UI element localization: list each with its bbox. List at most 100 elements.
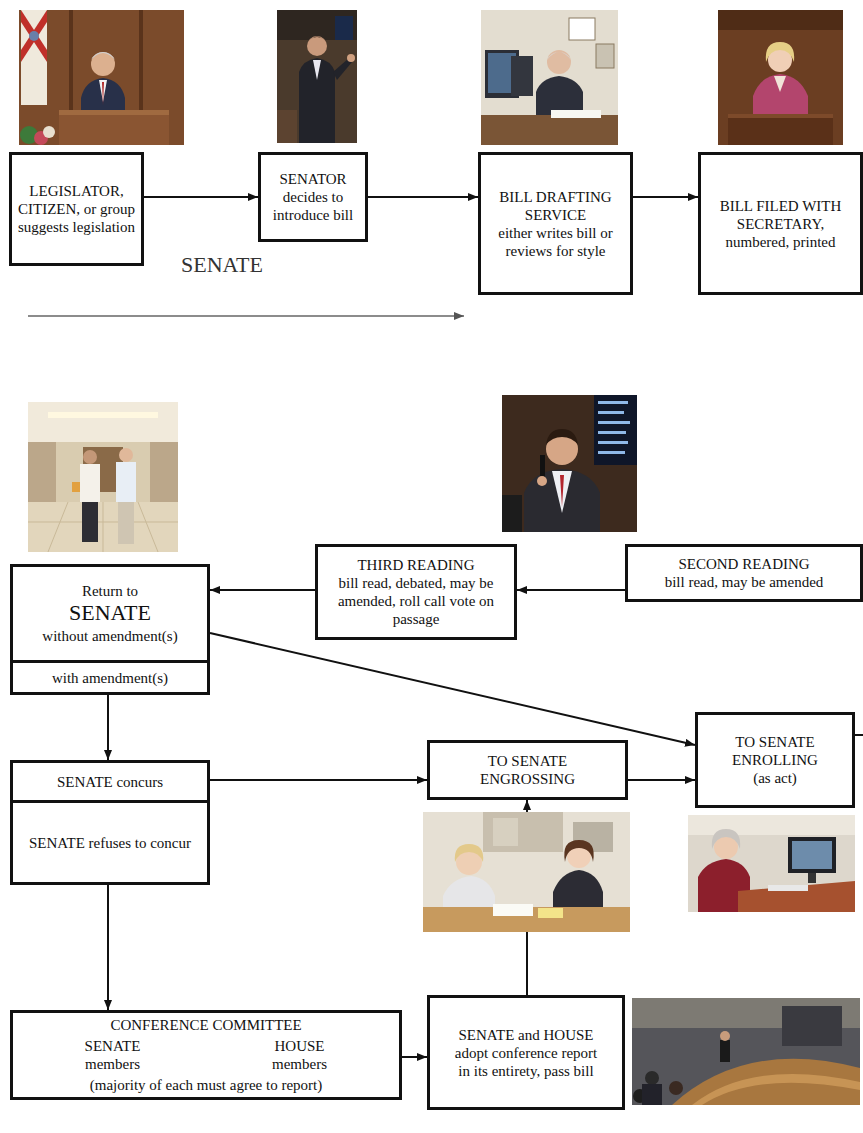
photo-bill-drafter-part bbox=[547, 52, 571, 60]
photo-secretary-part bbox=[728, 114, 833, 145]
box-text: SENATE and HOUSE adopt conference report… bbox=[452, 1026, 600, 1080]
photo-senator-speaking-part bbox=[277, 10, 357, 40]
photo-senator-speaking-part bbox=[277, 110, 297, 143]
flow-arrow bbox=[107, 885, 109, 1010]
photo-engrossing-office-part bbox=[455, 844, 483, 862]
photo-senator-speaking-part bbox=[335, 16, 353, 40]
photo-podium-speaker-part bbox=[21, 10, 47, 62]
photo-bill-drafter-part bbox=[596, 44, 614, 68]
box-text: HOUSE members bbox=[263, 1037, 337, 1073]
box-text: SENATE bbox=[69, 600, 151, 626]
photo-hallway-part bbox=[150, 442, 178, 502]
box-text: CONFERENCE COMMITTEE bbox=[110, 1016, 301, 1034]
box-text: bill read, may be amended bbox=[665, 573, 824, 591]
photo-chamber-part bbox=[672, 1059, 860, 1105]
photo-senator-speaking-part bbox=[347, 54, 355, 62]
process-box: SENATE and HOUSE adopt conference report… bbox=[427, 995, 625, 1110]
photo-hallway-part bbox=[28, 502, 178, 552]
flow-arrow bbox=[210, 589, 315, 591]
photo-secretary-part bbox=[728, 114, 833, 118]
photo-secretary-part bbox=[718, 10, 843, 30]
photo-senator-speaking-part bbox=[307, 36, 327, 56]
box-text: bill read, debated, may be amended, roll… bbox=[324, 574, 508, 628]
process-box: SECOND READINGbill read, may be amended bbox=[625, 544, 863, 602]
photo-podium-speaker-part bbox=[43, 126, 55, 138]
box-section: SENATOR decides to introduce bill bbox=[261, 155, 365, 239]
photo-hallway-part bbox=[80, 464, 100, 502]
box-text: BILL FILED WITH SECRETARY, bbox=[707, 197, 854, 233]
flow-arrow bbox=[144, 196, 258, 198]
photo-enrolling-clerk bbox=[688, 815, 855, 912]
box-text: Return to bbox=[82, 582, 138, 600]
box-text: SENATE refuses to concur bbox=[29, 834, 191, 852]
flow-arrow bbox=[402, 1056, 427, 1058]
box-text: SENATE members bbox=[76, 1037, 150, 1073]
box-text: SENATE concurs bbox=[57, 773, 163, 791]
box-text: without amendment(s) bbox=[42, 627, 177, 645]
photo-enrolling-clerk-part bbox=[768, 885, 808, 891]
photo-chamber-part bbox=[720, 1040, 730, 1062]
photo-hallway-part bbox=[82, 502, 98, 542]
photo-engrossing-office bbox=[423, 812, 630, 932]
photo-hallway-part bbox=[48, 412, 158, 418]
photo-hallway-part bbox=[28, 402, 178, 442]
photo-engrossing-office-part bbox=[493, 904, 533, 916]
process-box: Return toSENATEwithout amendment(s) with … bbox=[10, 564, 210, 695]
flow-arrow bbox=[107, 695, 109, 760]
box-section: BILL DRAFTING SERVICEeither writes bill … bbox=[481, 155, 630, 292]
flow-arrow bbox=[368, 196, 478, 198]
flow-arrow bbox=[517, 589, 625, 591]
photo-hallway-part bbox=[116, 462, 136, 502]
photo-chamber-part bbox=[782, 1006, 842, 1046]
box-text: TO SENATE ENROLLING bbox=[704, 733, 846, 769]
photo-engrossing-office-part bbox=[423, 812, 630, 932]
photo-chamber-part bbox=[720, 1031, 730, 1041]
photo-bill-drafter-part bbox=[511, 56, 533, 96]
box-section: LEGISLATOR, CITIZEN, or group suggests l… bbox=[12, 155, 141, 263]
box-text: (majority of each must agree to report) bbox=[90, 1076, 322, 1094]
photo-floor-debate-part bbox=[598, 421, 630, 424]
box-text: (as act) bbox=[753, 769, 797, 787]
photo-chamber-part bbox=[692, 1074, 860, 1105]
process-box: TO SENATE ENROLLING(as act) bbox=[695, 712, 855, 808]
box-text: LEGISLATOR, CITIZEN, or group suggests l… bbox=[16, 182, 137, 236]
photo-podium-speaker-part bbox=[21, 10, 47, 62]
box-section: THIRD READINGbill read, debated, may be … bbox=[318, 547, 514, 637]
box-section: CONFERENCE COMMITTEE SENATE members HOUSE … bbox=[13, 1013, 399, 1097]
process-box: BILL FILED WITH SECRETARY,numbered, prin… bbox=[698, 152, 863, 295]
photo-secretary-part bbox=[718, 10, 843, 145]
photo-secretary bbox=[718, 10, 843, 145]
process-box: TO SENATE ENGROSSING bbox=[427, 740, 628, 800]
photo-hallway-part bbox=[83, 450, 97, 464]
photo-hallway-part bbox=[72, 482, 80, 492]
photo-podium-speaker-part bbox=[29, 31, 39, 41]
photo-senator-speaking bbox=[277, 10, 357, 143]
photo-enrolling-clerk-part bbox=[788, 837, 836, 873]
photo-engrossing-office-part bbox=[564, 840, 593, 862]
photo-floor-debate-part bbox=[598, 441, 628, 444]
box-section: TO SENATE ENGROSSING bbox=[430, 743, 625, 797]
photo-podium-speaker-part bbox=[19, 10, 184, 145]
photo-floor-debate-part bbox=[524, 469, 600, 532]
box-text: with amendment(s) bbox=[52, 669, 168, 687]
box-text: SENATOR decides to introduce bill bbox=[267, 170, 359, 224]
photo-floor-debate-part bbox=[540, 455, 545, 479]
photo-chamber-part bbox=[642, 1084, 662, 1105]
photo-hallway-part bbox=[28, 442, 56, 502]
photo-enrolling-clerk-part bbox=[688, 815, 855, 912]
photo-hallway-part bbox=[118, 502, 134, 544]
flow-arrow bbox=[210, 779, 427, 781]
box-text: THIRD READING bbox=[357, 556, 474, 574]
box-text: TO SENATE ENGROSSING bbox=[460, 752, 595, 788]
photo-podium-speaker-part bbox=[91, 52, 115, 60]
photo-senator-speaking-part bbox=[299, 58, 335, 143]
photo-bill-drafter-part bbox=[569, 18, 595, 40]
flow-arrow bbox=[633, 196, 698, 198]
photo-bill-drafter bbox=[481, 10, 618, 145]
photo-floor-debate-part bbox=[560, 475, 564, 507]
photo-floor-debate-part bbox=[502, 395, 637, 532]
photo-floor-debate-part bbox=[598, 431, 626, 434]
process-box: SENATOR decides to introduce bill bbox=[258, 152, 368, 242]
